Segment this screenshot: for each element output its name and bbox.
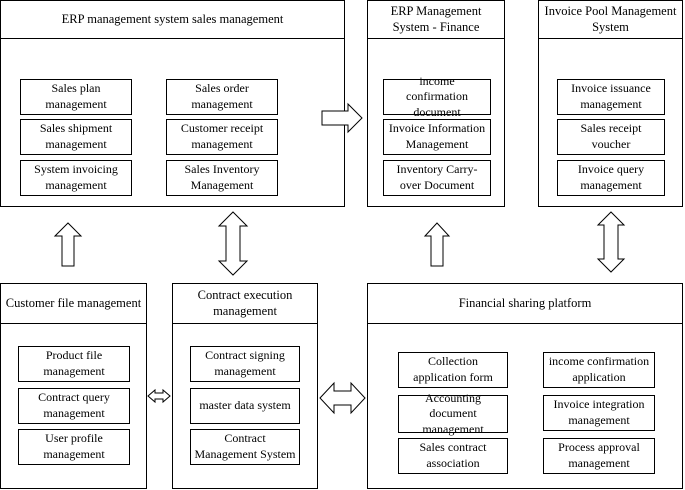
invoice-issuance-box: Invoice issuance management bbox=[557, 79, 665, 115]
process-approval-box: Process approval management bbox=[543, 438, 655, 474]
double-arrow-vertical-icon bbox=[217, 211, 249, 276]
sales-receipt-voucher-box: Sales receipt voucher bbox=[557, 119, 665, 155]
sales-order-box: Sales order management bbox=[166, 79, 278, 115]
erp-sales-panel: ERP management system sales management S… bbox=[0, 0, 345, 207]
product-file-box: Product file management bbox=[18, 346, 130, 382]
contract-query-box: Contract query management bbox=[18, 388, 130, 424]
invoice-info-box: Invoice Information Management bbox=[383, 119, 491, 155]
double-arrow-small-icon bbox=[147, 388, 171, 404]
customer-receipt-box: Customer receipt management bbox=[166, 119, 278, 155]
contract-exec-title: Contract execution management bbox=[173, 284, 317, 324]
erp-finance-title: ERP Management System - Finance bbox=[368, 1, 504, 39]
collection-application-box: Collection application form bbox=[398, 352, 508, 388]
sales-contract-box: Sales contract association bbox=[398, 438, 508, 474]
customer-file-panel: Customer file management Product file ma… bbox=[0, 283, 147, 489]
master-data-box: master data system bbox=[190, 388, 300, 424]
double-arrow-horizontal-icon bbox=[319, 381, 366, 415]
financial-sharing-panel: Financial sharing platform Collection ap… bbox=[367, 283, 683, 489]
invoice-pool-title: Invoice Pool Management System bbox=[539, 1, 682, 39]
invoice-integration-box: Invoice integration management bbox=[543, 395, 655, 431]
double-arrow-invoice-icon bbox=[596, 211, 626, 273]
accounting-document-box: Accounting document management bbox=[398, 391, 508, 436]
invoice-pool-panel: Invoice Pool Management System Invoice i… bbox=[538, 0, 683, 207]
income-confirmation-doc-box: income confirmation document bbox=[383, 74, 491, 119]
erp-finance-panel: ERP Management System - Finance income c… bbox=[367, 0, 505, 207]
sales-plan-box: Sales plan management bbox=[20, 79, 132, 115]
invoice-query-box: Invoice query management bbox=[557, 160, 665, 196]
customer-file-title: Customer file management bbox=[1, 284, 146, 324]
arrow-up-finance-icon bbox=[423, 222, 451, 267]
user-profile-box: User profile management bbox=[18, 429, 130, 465]
contract-signing-box: Contract signing management bbox=[190, 346, 300, 382]
contract-exec-panel: Contract execution management Contract s… bbox=[172, 283, 318, 489]
financial-sharing-title: Financial sharing platform bbox=[368, 284, 682, 324]
income-confirmation-app-box: income confirmation application bbox=[543, 352, 655, 388]
erp-sales-title: ERP management system sales management bbox=[1, 1, 344, 39]
contract-mgmt-system-box: Contract Management System bbox=[190, 429, 300, 465]
arrow-right-icon bbox=[321, 102, 363, 134]
sales-shipment-box: Sales shipment management bbox=[20, 119, 132, 155]
inventory-carryover-box: Inventory Carry-over Document bbox=[383, 160, 491, 196]
arrow-up-icon bbox=[53, 222, 83, 267]
sales-inventory-box: Sales Inventory Management bbox=[166, 160, 278, 196]
system-invoicing-box: System invoicing management bbox=[20, 160, 132, 196]
